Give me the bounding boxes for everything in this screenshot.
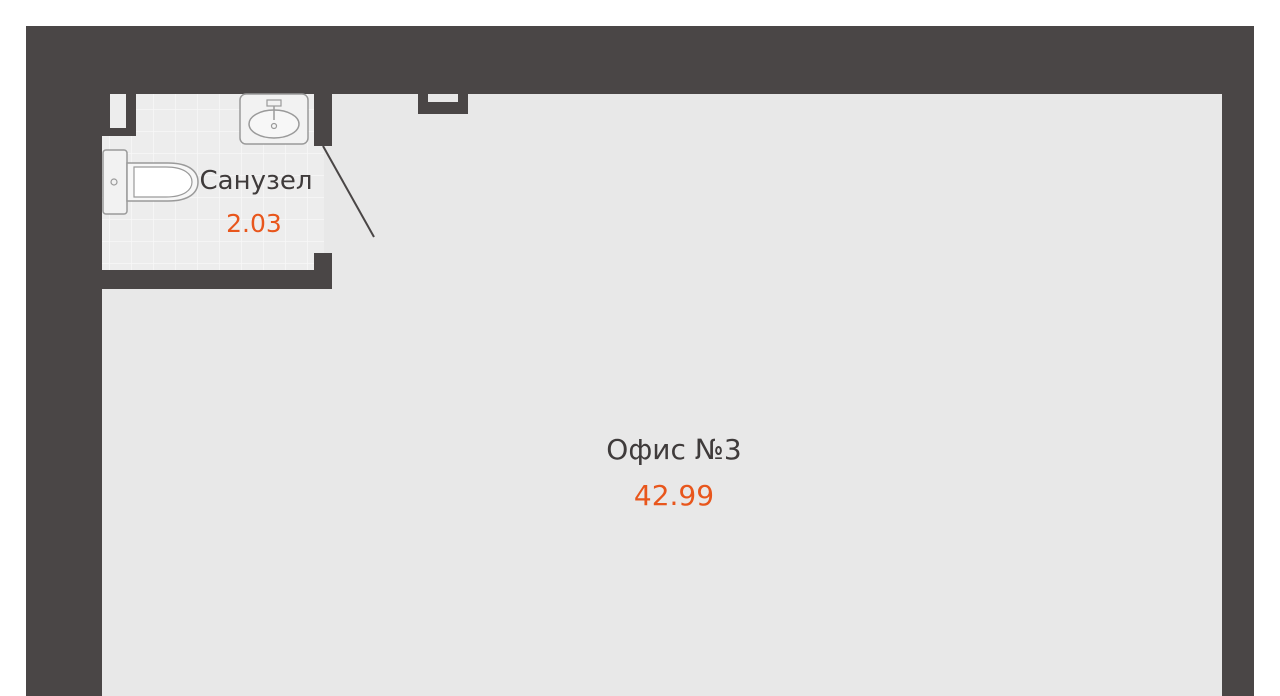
bathroom-name: Санузел [199, 166, 313, 196]
wall-left [26, 26, 102, 696]
wall-stub-top-left-inner [110, 94, 126, 128]
bathroom-wall-bottom [102, 270, 332, 289]
vent-niche-inner [428, 94, 458, 102]
office-area: 42.99 [633, 479, 715, 512]
sink-icon [239, 93, 309, 145]
door-swing [322, 145, 375, 238]
wall-top [26, 26, 1254, 94]
bathroom-area: 2.03 [226, 209, 282, 238]
toilet-icon [102, 149, 199, 215]
bathroom-wall-right-upper [314, 94, 332, 146]
office-name: Офис №3 [606, 433, 742, 466]
wall-right [1222, 26, 1254, 696]
